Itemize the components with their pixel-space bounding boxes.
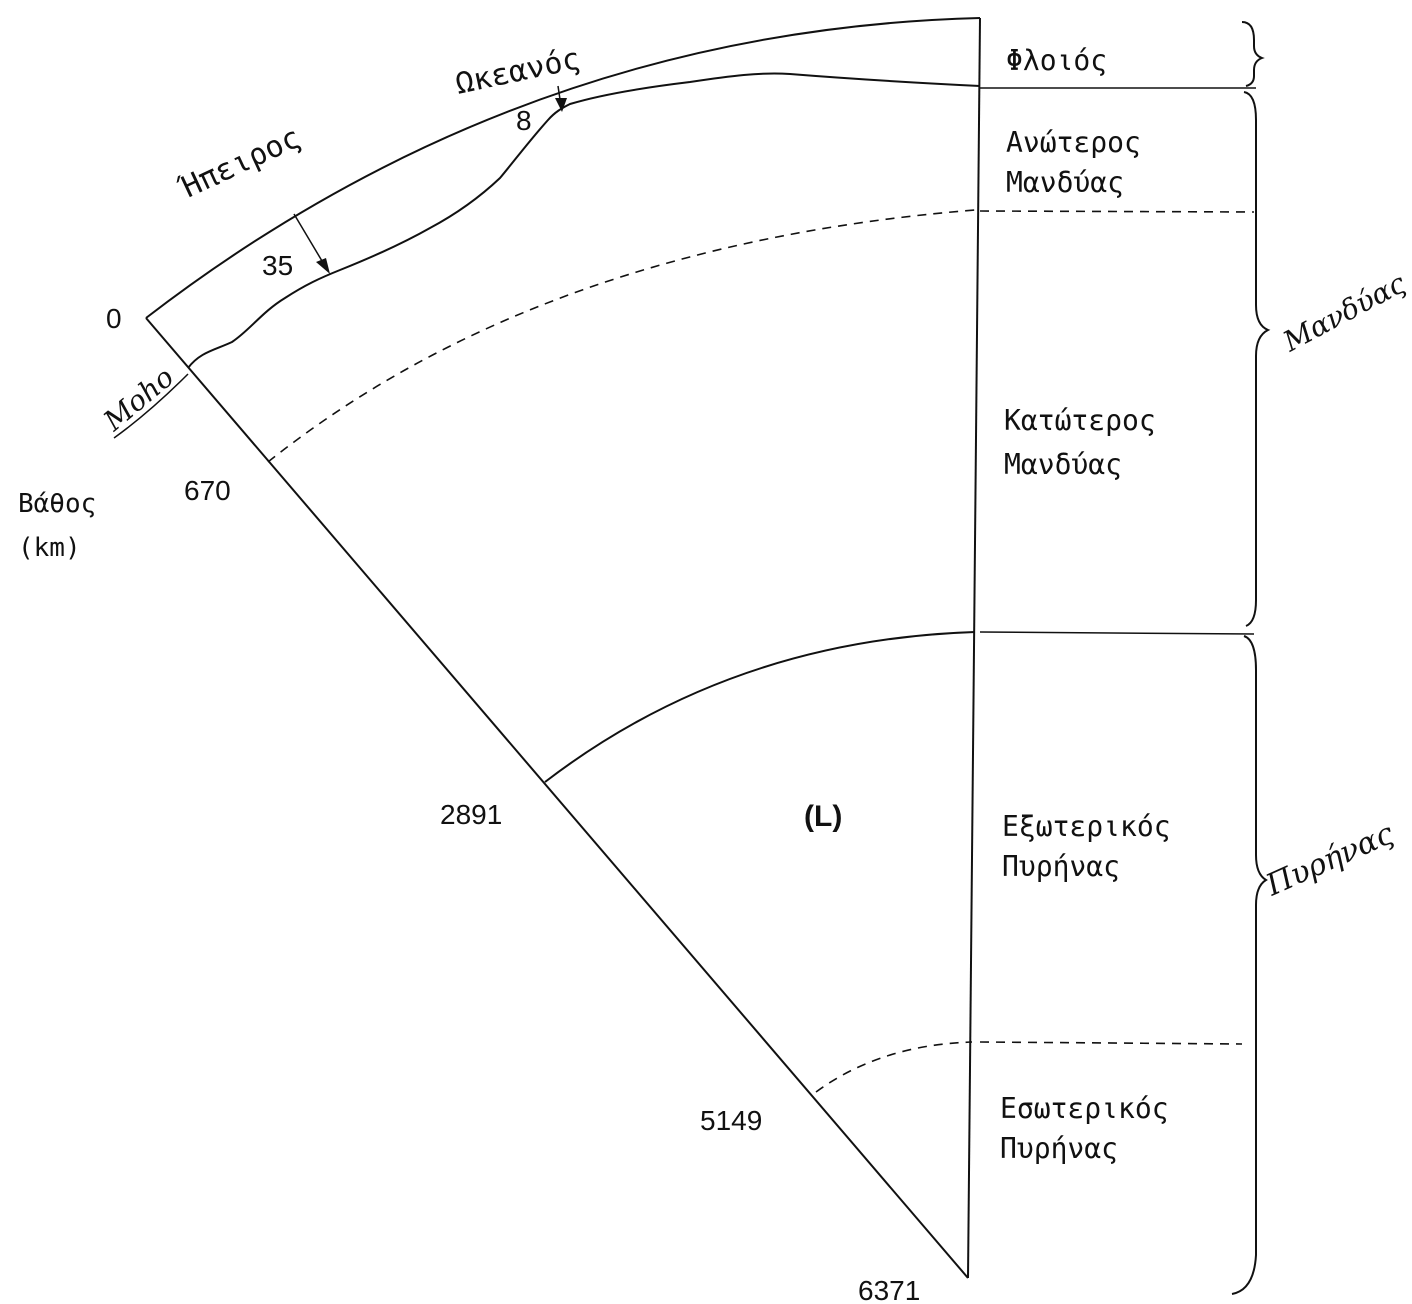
crust-label: Φλοιός bbox=[1006, 44, 1107, 77]
core-group-label: Πυρήνας bbox=[1260, 816, 1399, 903]
outer-core-label-line2: Πυρήνας bbox=[1002, 850, 1120, 883]
mantle-brace bbox=[1243, 91, 1271, 627]
left-radius-line bbox=[145, 317, 969, 1279]
mantle-group-label: Μανδύας bbox=[1277, 266, 1411, 358]
outer-core-label-line1: Εξωτερικός bbox=[1002, 810, 1171, 843]
continent-label: Ήπειρος bbox=[172, 120, 306, 207]
depth-tick-0: 0 bbox=[106, 303, 122, 334]
inner-core-boundary bbox=[815, 1041, 973, 1093]
ocean-crust-arrowhead bbox=[555, 98, 567, 112]
moho-label: Moho bbox=[97, 360, 181, 438]
continent-crust-arrowhead bbox=[316, 258, 330, 274]
depth-tick-5149: 5149 bbox=[700, 1105, 762, 1136]
depth-unit: (km) bbox=[18, 533, 81, 563]
continent-crust-arrow-shaft bbox=[293, 213, 326, 267]
upper-lower-mantle-boundary bbox=[267, 209, 976, 463]
center-vertical-line bbox=[967, 17, 981, 1279]
ocean-crust-thickness: 8 bbox=[516, 105, 532, 136]
continent-crust-thickness: 35 bbox=[262, 250, 293, 281]
depth-tick-6371: 6371 bbox=[858, 1275, 920, 1304]
core-brace bbox=[1231, 635, 1268, 1295]
depth-tick-2891: 2891 bbox=[440, 799, 502, 830]
upper-lower-mantle-dashed-extension bbox=[979, 210, 1255, 213]
depth-tick-670: 670 bbox=[184, 475, 231, 506]
inner-core-label-line2: Πυρήνας bbox=[1000, 1132, 1118, 1165]
core-mantle-extension bbox=[979, 631, 1255, 635]
upper-mantle-label-line1: Ανώτερος bbox=[1006, 126, 1141, 159]
liquid-marker: (L) bbox=[804, 800, 842, 833]
depth-title: Βάθος bbox=[18, 489, 96, 519]
upper-mantle-label-line2: Μανδύας bbox=[1006, 166, 1124, 199]
ocean-label: Ωκεανός bbox=[452, 41, 583, 102]
inner-core-label-line1: Εσωτερικός bbox=[1000, 1092, 1169, 1125]
moho-boundary bbox=[187, 72, 981, 369]
moho-underline bbox=[113, 373, 189, 439]
lower-mantle-label-line2: Μανδύας bbox=[1004, 448, 1122, 481]
inner-core-dashed-extension bbox=[979, 1041, 1243, 1045]
core-mantle-boundary bbox=[544, 631, 976, 783]
surface-arc bbox=[145, 17, 981, 319]
lower-mantle-label-line1: Κατώτερος bbox=[1004, 404, 1156, 437]
crust-brace bbox=[1241, 21, 1265, 87]
